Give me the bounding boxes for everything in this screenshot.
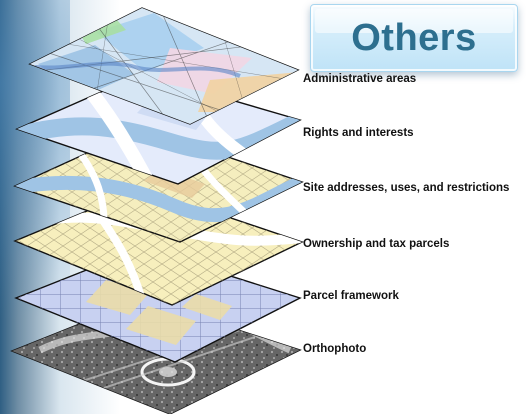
label-administrative-areas: Administrative areas <box>303 73 417 85</box>
title-box: Others <box>310 4 518 72</box>
slide-title: Others <box>351 17 477 59</box>
label-site-addresses-uses-restrictions: Site addresses, uses, and restrictions <box>303 182 510 194</box>
label-parcel-framework: Parcel framework <box>303 290 399 302</box>
label-ownership-and-tax-parcels: Ownership and tax parcels <box>303 238 450 250</box>
label-rights-and-interests: Rights and interests <box>303 127 414 139</box>
label-orthophoto: Orthophoto <box>303 343 367 355</box>
